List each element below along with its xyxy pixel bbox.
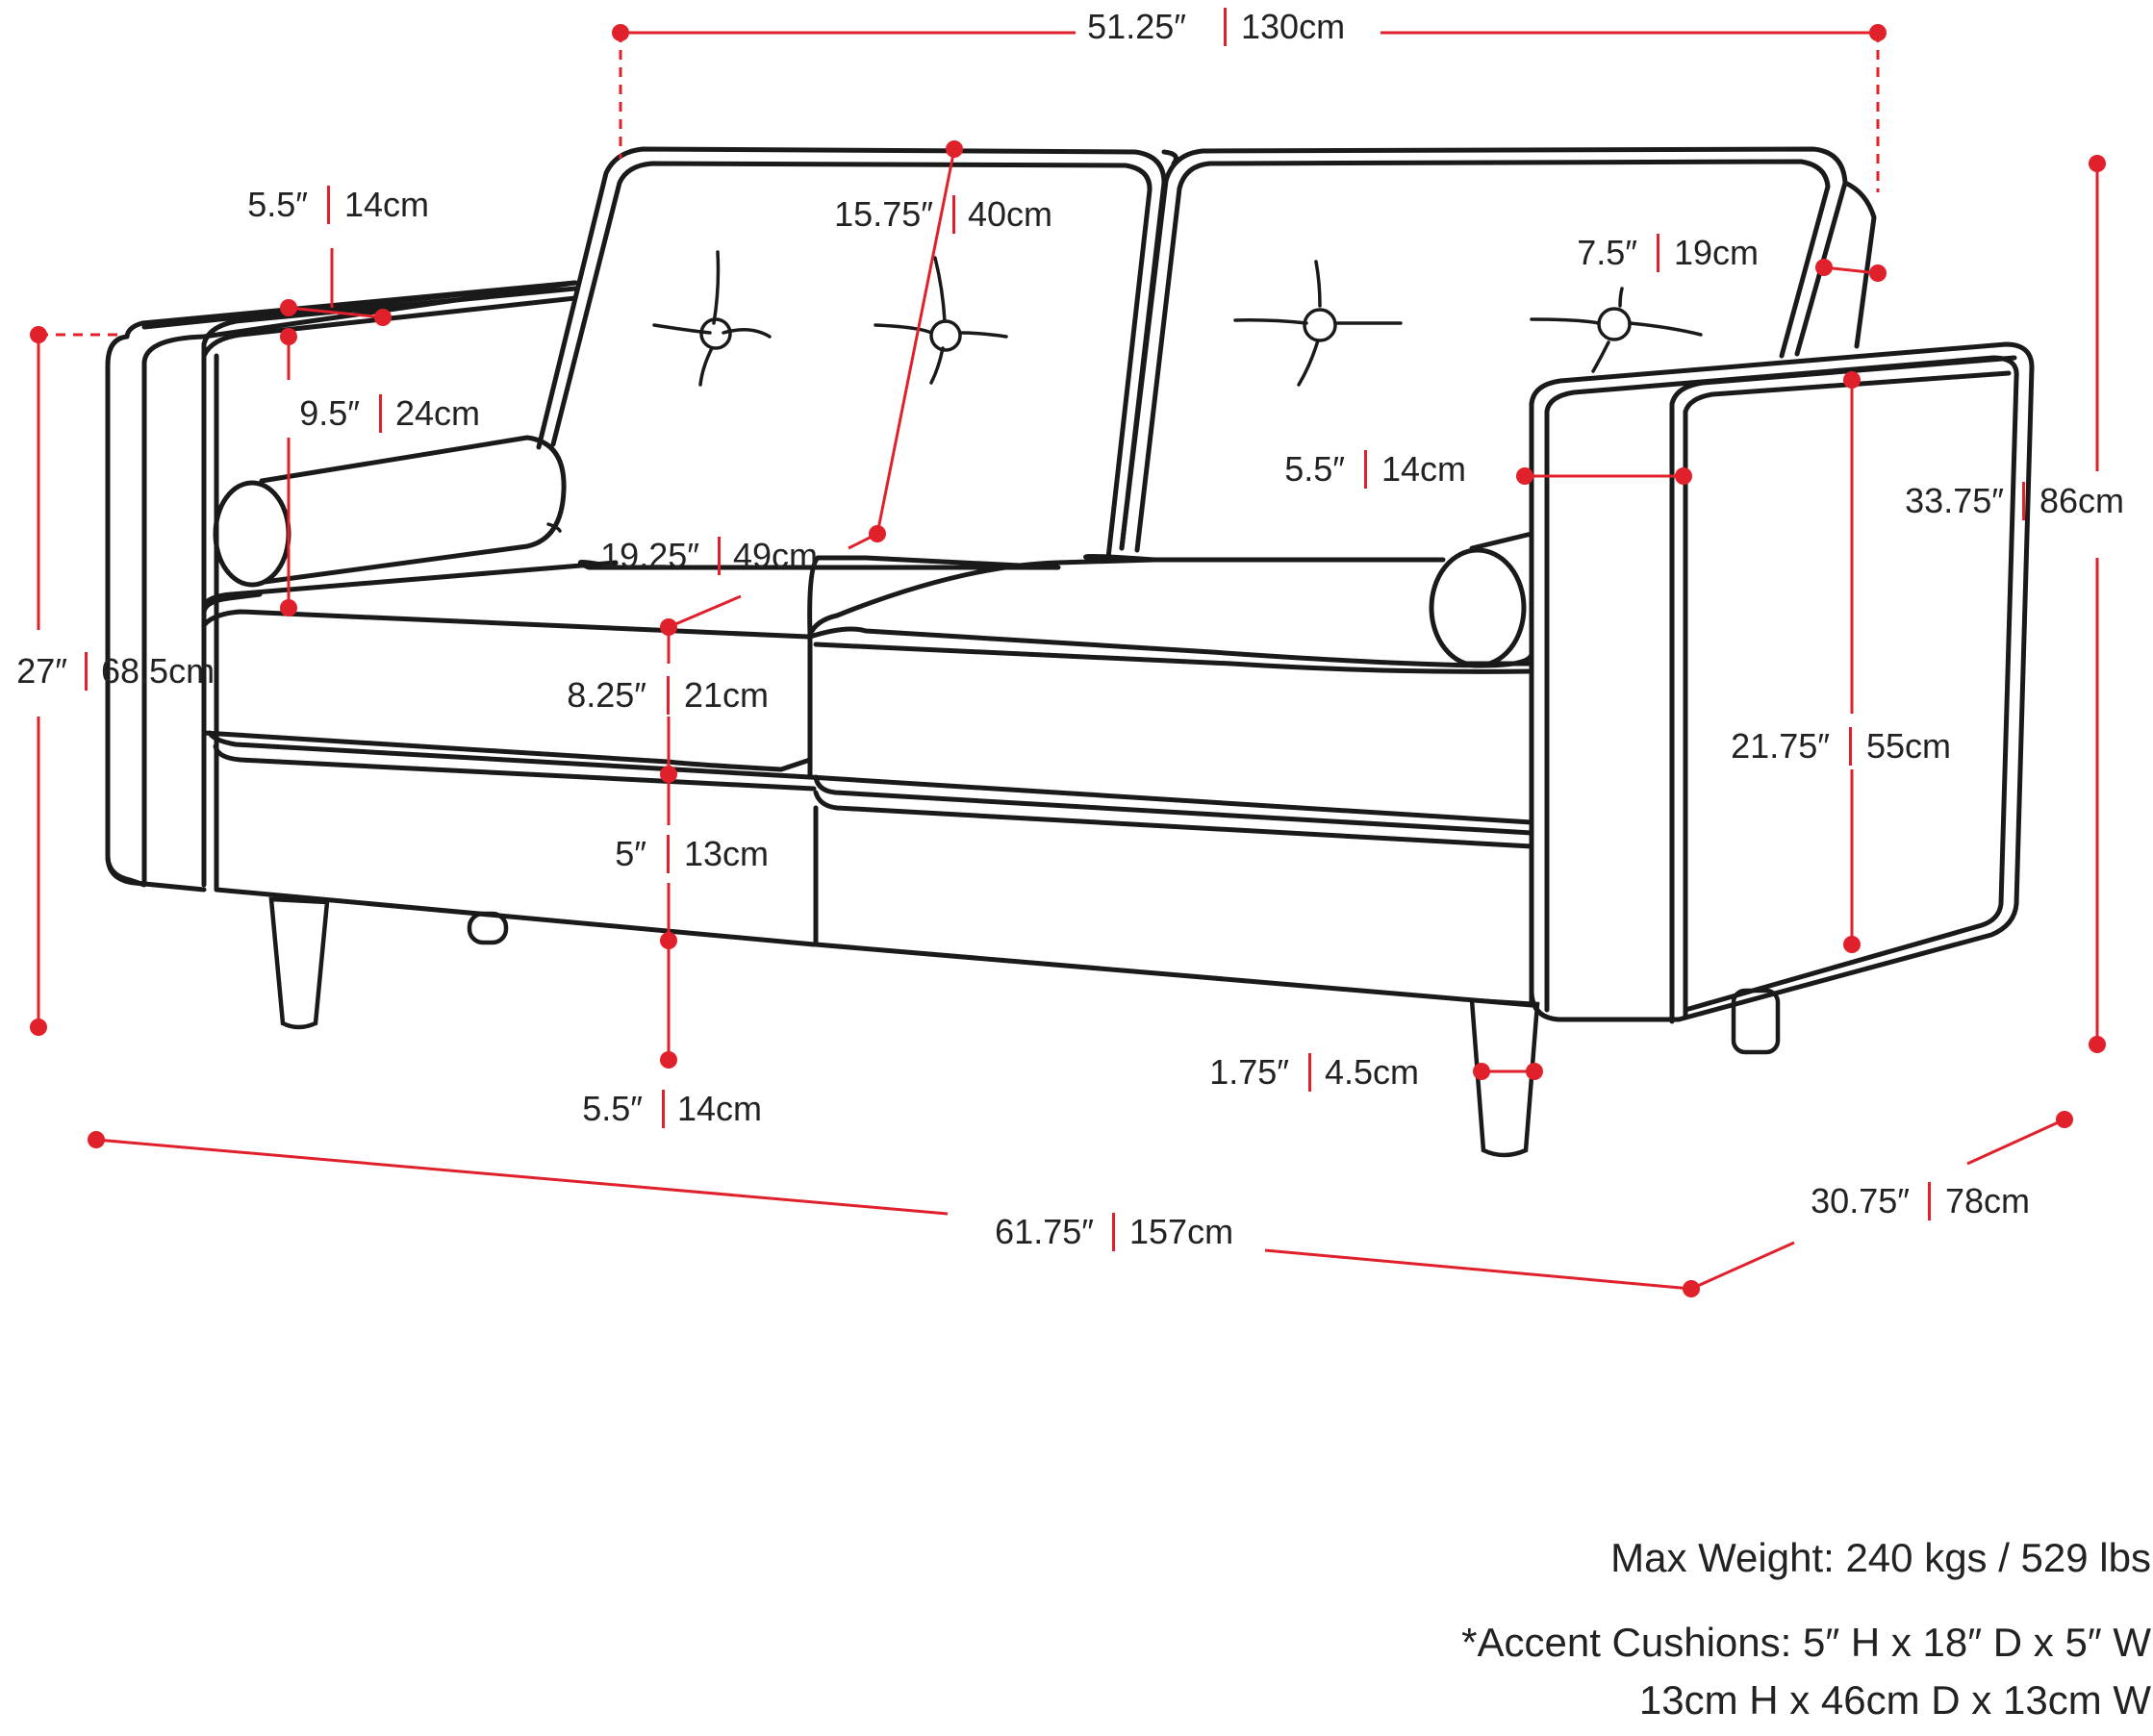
svg-text:5.5″: 5.5″ [1284, 449, 1345, 489]
bolster-left [213, 435, 567, 588]
dim-overall-depth: 30.75″ 78cm [1811, 1181, 2030, 1220]
dim-back-thickness: 7.5″ 19cm [1577, 233, 1759, 272]
sofa-drawing [105, 146, 2035, 1158]
dim-overall-width: 51.25″ 130cm [1087, 7, 1345, 46]
dim-leg-height: 5.5″ 14cm [582, 1089, 762, 1128]
leg-front-left [268, 896, 330, 1030]
dim-seat-depth: 19.25″ 49cm [600, 536, 818, 575]
dim-overall-width-metric: 130cm [1241, 7, 1345, 46]
svg-text:5.5″: 5.5″ [582, 1089, 643, 1128]
leg-front-right [1469, 997, 1540, 1158]
dim-base-thickness: 5″ 13cm [615, 834, 769, 873]
svg-text:49cm: 49cm [733, 536, 818, 575]
svg-text:86cm: 86cm [2039, 481, 2124, 520]
dim-seat-height-arm: 21.75″ 55cm [1731, 726, 1951, 766]
dim-arm-height: 27″ 68.5cm [16, 651, 215, 691]
svg-text:24cm: 24cm [395, 393, 480, 433]
svg-text:33.75″: 33.75″ [1905, 481, 2004, 520]
svg-text:8.25″: 8.25″ [567, 675, 646, 715]
svg-text:4.5cm: 4.5cm [1325, 1052, 1419, 1092]
svg-text:157cm: 157cm [1129, 1212, 1233, 1251]
dim-overall-width-imperial: 51.25″ [1087, 7, 1186, 46]
seat-cushion-right [807, 554, 1534, 1008]
svg-text:19cm: 19cm [1674, 233, 1759, 272]
svg-text:30.75″: 30.75″ [1811, 1181, 1910, 1220]
svg-text:5.5″: 5.5″ [247, 185, 308, 224]
back-cushion-left [536, 146, 1178, 561]
dim-arm-width-side: 5.5″ 14cm [1284, 449, 1466, 489]
svg-text:9.5″: 9.5″ [299, 393, 360, 433]
bolster-right [1429, 531, 1534, 668]
dim-arm-width-top: 5.5″ 14cm [247, 185, 429, 224]
max-weight-note: Max Weight: 240 kgs / 529 lbs [1610, 1535, 2151, 1580]
svg-text:40cm: 40cm [968, 194, 1052, 234]
svg-text:14cm: 14cm [677, 1089, 762, 1128]
dim-arm-height-above-seat: 9.5″ 24cm [299, 393, 480, 433]
dim-overall-length: 61.75″ 157cm [995, 1212, 1233, 1251]
svg-text:55cm: 55cm [1866, 726, 1951, 766]
svg-text:15.75″: 15.75″ [834, 194, 933, 234]
svg-text:5″: 5″ [615, 834, 646, 873]
seat-cushion-left [201, 555, 1061, 947]
svg-text:21cm: 21cm [684, 675, 769, 715]
svg-text:14cm: 14cm [344, 185, 429, 224]
width-dot-left [612, 24, 629, 41]
accent-cushions-note-imperial: *Accent Cushions: 5″ H x 18″ D x 5″ W [1461, 1620, 2151, 1665]
svg-text:27″: 27″ [16, 651, 67, 691]
svg-text:19.25″: 19.25″ [600, 536, 699, 575]
accent-cushions-note-metric: 13cm H x 46cm D x 13cm W [1638, 1677, 2151, 1723]
dim-leg-width: 1.75″ 4.5cm [1209, 1052, 1419, 1092]
dimension-lines [30, 24, 2106, 1297]
svg-text:68.5cm: 68.5cm [101, 651, 215, 691]
svg-text:13cm: 13cm [684, 834, 769, 873]
dim-seat-cushion-thickness: 8.25″ 21cm [567, 675, 769, 715]
svg-text:7.5″: 7.5″ [1577, 233, 1637, 272]
left-arm [105, 280, 578, 893]
svg-text:14cm: 14cm [1381, 449, 1466, 489]
width-dot-right [1869, 24, 1887, 41]
back-cushion-right [1119, 146, 1877, 553]
svg-text:61.75″: 61.75″ [995, 1212, 1094, 1251]
dimension-labels: 51.25″ 130cm 5.5″ 14cm 15.75″ 40cm 7.5″ … [16, 7, 2124, 1251]
dim-backrest-height: 15.75″ 40cm [834, 194, 1052, 234]
svg-text:1.75″: 1.75″ [1209, 1052, 1289, 1092]
svg-text:21.75″: 21.75″ [1731, 726, 1830, 766]
dim-total-height: 33.75″ 86cm [1905, 481, 2124, 520]
right-arm [1529, 341, 2035, 1024]
svg-text:78cm: 78cm [1945, 1181, 2030, 1220]
product-notes: Max Weight: 240 kgs / 529 lbs *Accent Cu… [1287, 1529, 2153, 1729]
